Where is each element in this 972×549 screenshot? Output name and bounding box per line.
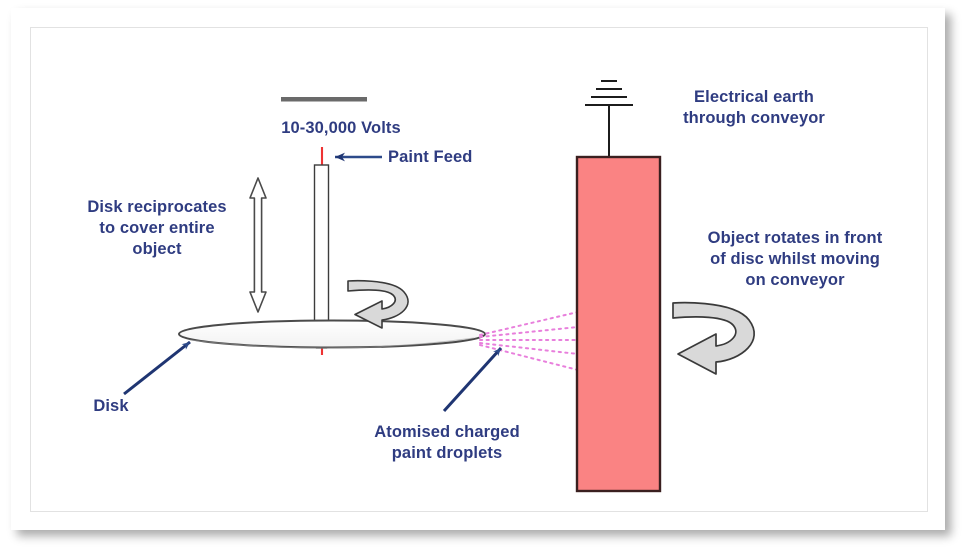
image-frame-inner [30, 27, 928, 512]
ground-earth-icon [585, 80, 633, 157]
electrical-earth-label: Electrical earth through conveyor [683, 88, 825, 127]
disk-reciprocates-label: Disk reciprocates to cover entire object [87, 198, 227, 258]
object-rotates-label: Object rotates in front of disc whilst m… [707, 229, 883, 289]
voltage-label: 10-30,000 Volts [281, 119, 401, 137]
vertical-double-arrow-icon [249, 177, 267, 313]
atomised-droplets-label: Atomised charged paint droplets [374, 423, 520, 462]
spinning-disk-icon [178, 319, 486, 349]
atomised-spray-icon [479, 311, 579, 371]
curved-rotation-arrow-icon-object [672, 301, 755, 375]
paint-feed-label: Paint Feed [388, 148, 473, 166]
curved-rotation-arrow-icon-disk [347, 279, 409, 329]
leader-line-icon-spray [442, 346, 503, 413]
high-voltage-electrode-icon [281, 97, 367, 102]
disk-label: Disk [93, 397, 129, 415]
workpiece-object-icon [575, 155, 662, 493]
leader-line-icon-disk [123, 340, 191, 396]
